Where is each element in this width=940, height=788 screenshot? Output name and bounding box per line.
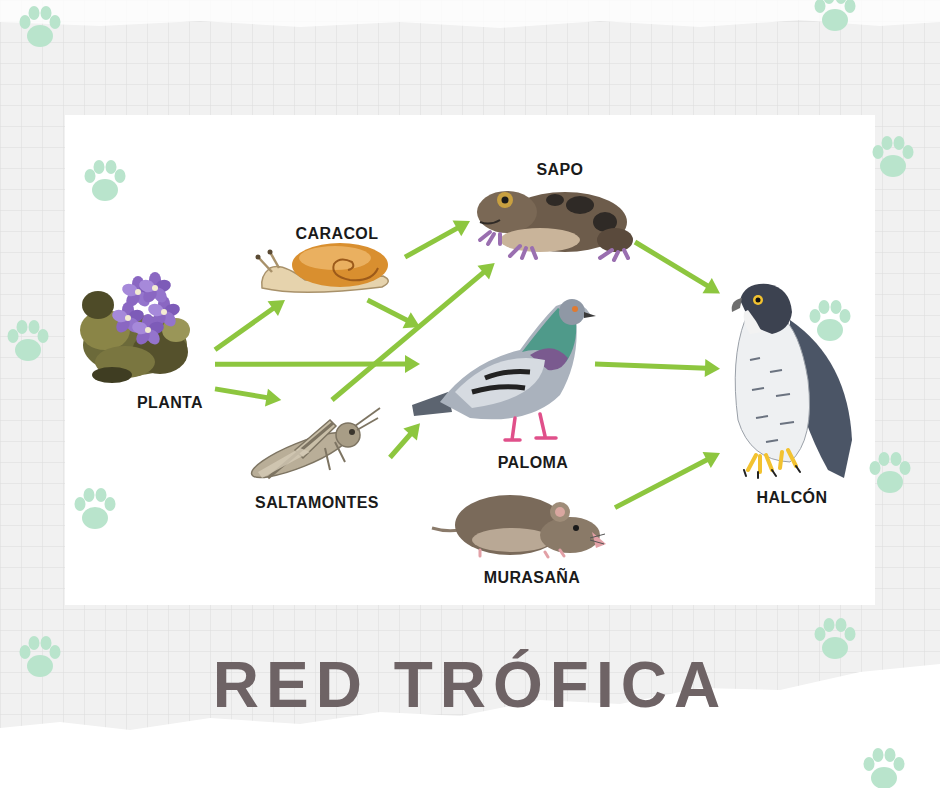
food-arrow: [405, 220, 470, 257]
diagram-title: RED TRÓFICA: [0, 645, 940, 725]
arrow-line: [390, 433, 411, 458]
arrow-head: [268, 300, 285, 316]
arrow-line: [615, 459, 708, 508]
arrow-line: [368, 300, 409, 321]
organism-node: CARACOL: [255, 222, 405, 300]
organism-node: SAPO: [470, 158, 635, 263]
arrow-line: [635, 242, 709, 287]
organism-node: SALTAMONTES: [245, 400, 390, 515]
arrow-head: [405, 355, 420, 373]
pigeon-picture: [412, 299, 596, 440]
food-arrow: [635, 242, 720, 293]
organism-node: PALOMA: [420, 290, 595, 475]
arrow-head: [403, 423, 420, 440]
organism-label: PALOMA: [498, 453, 569, 473]
food-arrow: [615, 452, 720, 508]
arrow-head: [705, 359, 720, 377]
grasshopper-picture: [247, 408, 380, 486]
food-arrow: [390, 423, 420, 457]
plant-picture: [80, 272, 190, 383]
organism-label: CARACOL: [296, 224, 379, 244]
organism-node: MURASAÑA: [425, 487, 615, 590]
arrow-head: [703, 452, 720, 468]
organism-label: SAPO: [537, 160, 584, 180]
food-arrow: [215, 300, 285, 350]
arrow-line: [595, 364, 707, 368]
arrow-line: [405, 227, 459, 257]
organism-label: MURASAÑA: [484, 568, 581, 588]
organism-label: HALCÓN: [757, 488, 828, 508]
organism-node: PLANTA: [75, 270, 215, 415]
arrow-head: [703, 278, 720, 293]
food-arrow: [595, 359, 720, 377]
falcon-picture: [732, 284, 852, 478]
food-arrow: [368, 300, 421, 328]
arrow-line: [215, 308, 274, 350]
arrow-line: [215, 389, 268, 398]
arrow-line: [332, 271, 485, 400]
shrew-picture: [432, 495, 606, 557]
white-panel: [65, 115, 875, 605]
food-arrow: [332, 263, 495, 400]
arrow-head: [477, 263, 494, 280]
arrow-head: [265, 389, 281, 407]
toad-picture: [477, 191, 633, 260]
food-arrow: [215, 355, 420, 373]
organism-label: SALTAMONTES: [255, 493, 379, 513]
organism-node: HALCÓN: [720, 282, 860, 510]
snail-picture: [256, 243, 389, 292]
food-arrow: [215, 389, 281, 407]
organism-label: PLANTA: [137, 393, 203, 413]
arrow-head: [453, 220, 470, 236]
